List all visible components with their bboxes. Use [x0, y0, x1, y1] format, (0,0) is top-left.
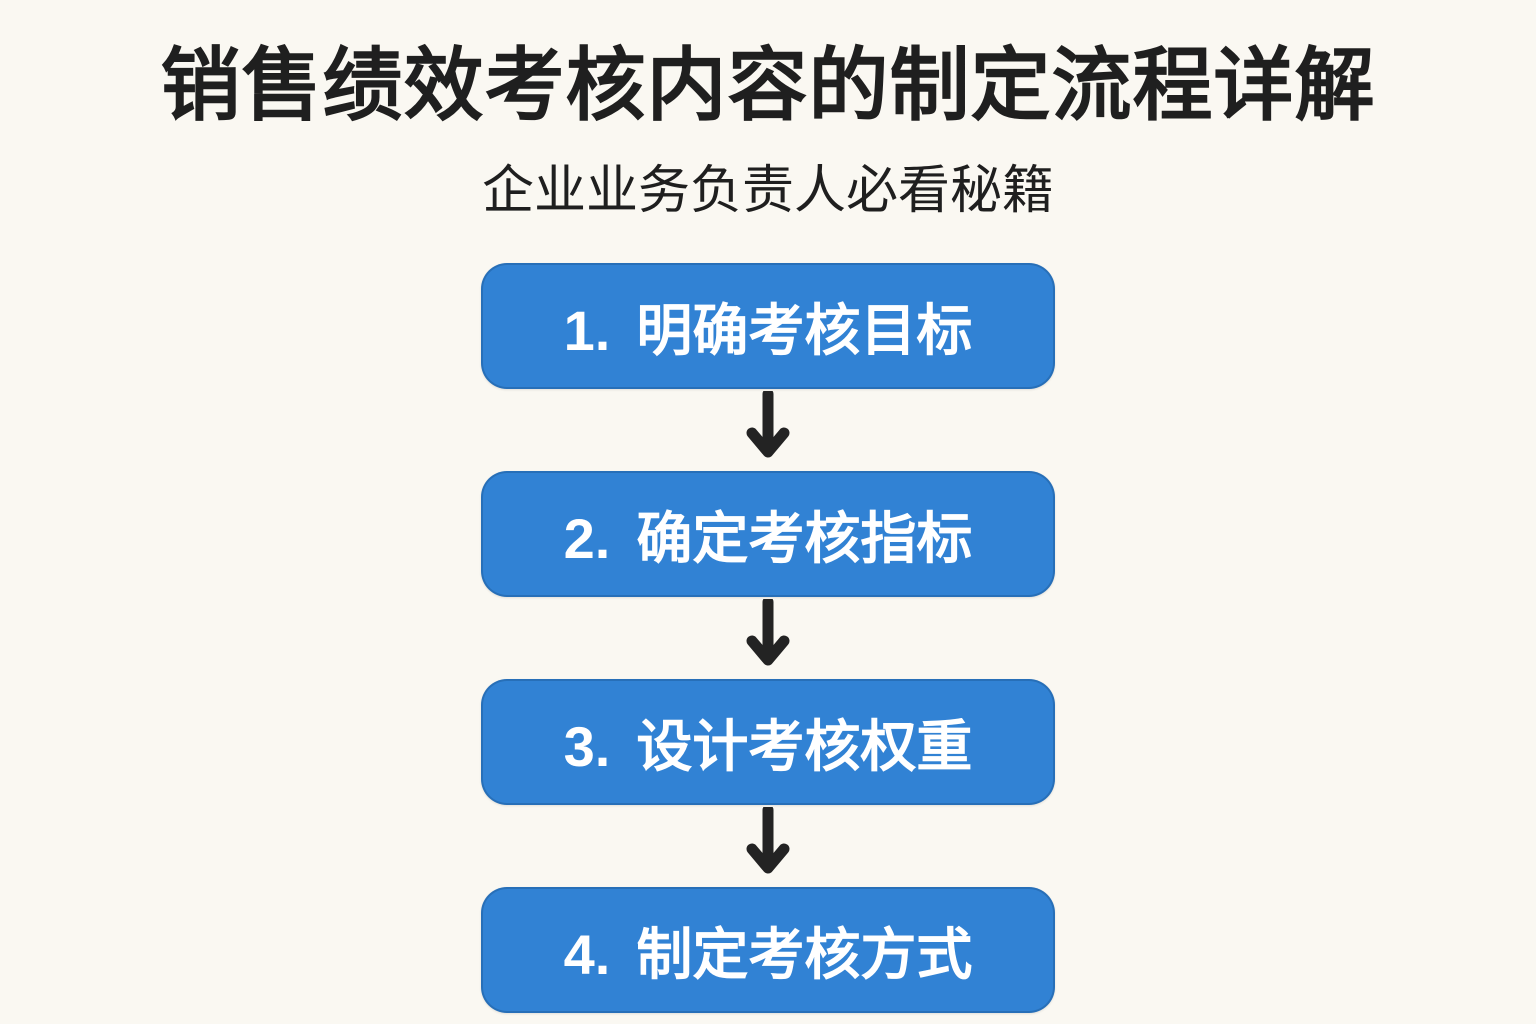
flow-step-3-text: 3. 设计考核权重 [564, 702, 973, 783]
down-arrow-icon [744, 389, 792, 471]
step-number: 2. [563, 506, 611, 570]
flow-step-3: 3. 设计考核权重 [481, 679, 1055, 805]
flow-step-2: 2. 确定考核指标 [481, 471, 1055, 597]
page-subtitle: 企业业务负责人必看秘籍 [481, 162, 1054, 220]
flow-step-1: 1. 明确考核目标 [481, 263, 1055, 389]
flow-step-1-text: 1. 明确考核目标 [564, 286, 973, 367]
step-label: 设计考核权重 [636, 714, 973, 778]
flow-step-4: 4. 制定考核方式 [481, 887, 1055, 1013]
flow-step-2-text: 2. 确定考核指标 [564, 494, 973, 575]
step-number: 4. [563, 922, 611, 986]
step-number: 1. [563, 298, 611, 362]
step-label: 明确考核目标 [636, 298, 973, 362]
down-arrow-icon [744, 805, 792, 887]
flow-step-4-text: 4. 制定考核方式 [564, 910, 973, 991]
flowchart: 1. 明确考核目标 2. 确定考核指标 3. 设计考核权重 4. 制定 [481, 263, 1055, 1013]
page-title: 销售绩效考核内容的制定流程详解 [160, 41, 1376, 130]
step-label: 确定考核指标 [636, 506, 973, 570]
step-number: 3. [563, 714, 611, 778]
step-label: 制定考核方式 [636, 922, 973, 986]
down-arrow-icon [744, 597, 792, 679]
